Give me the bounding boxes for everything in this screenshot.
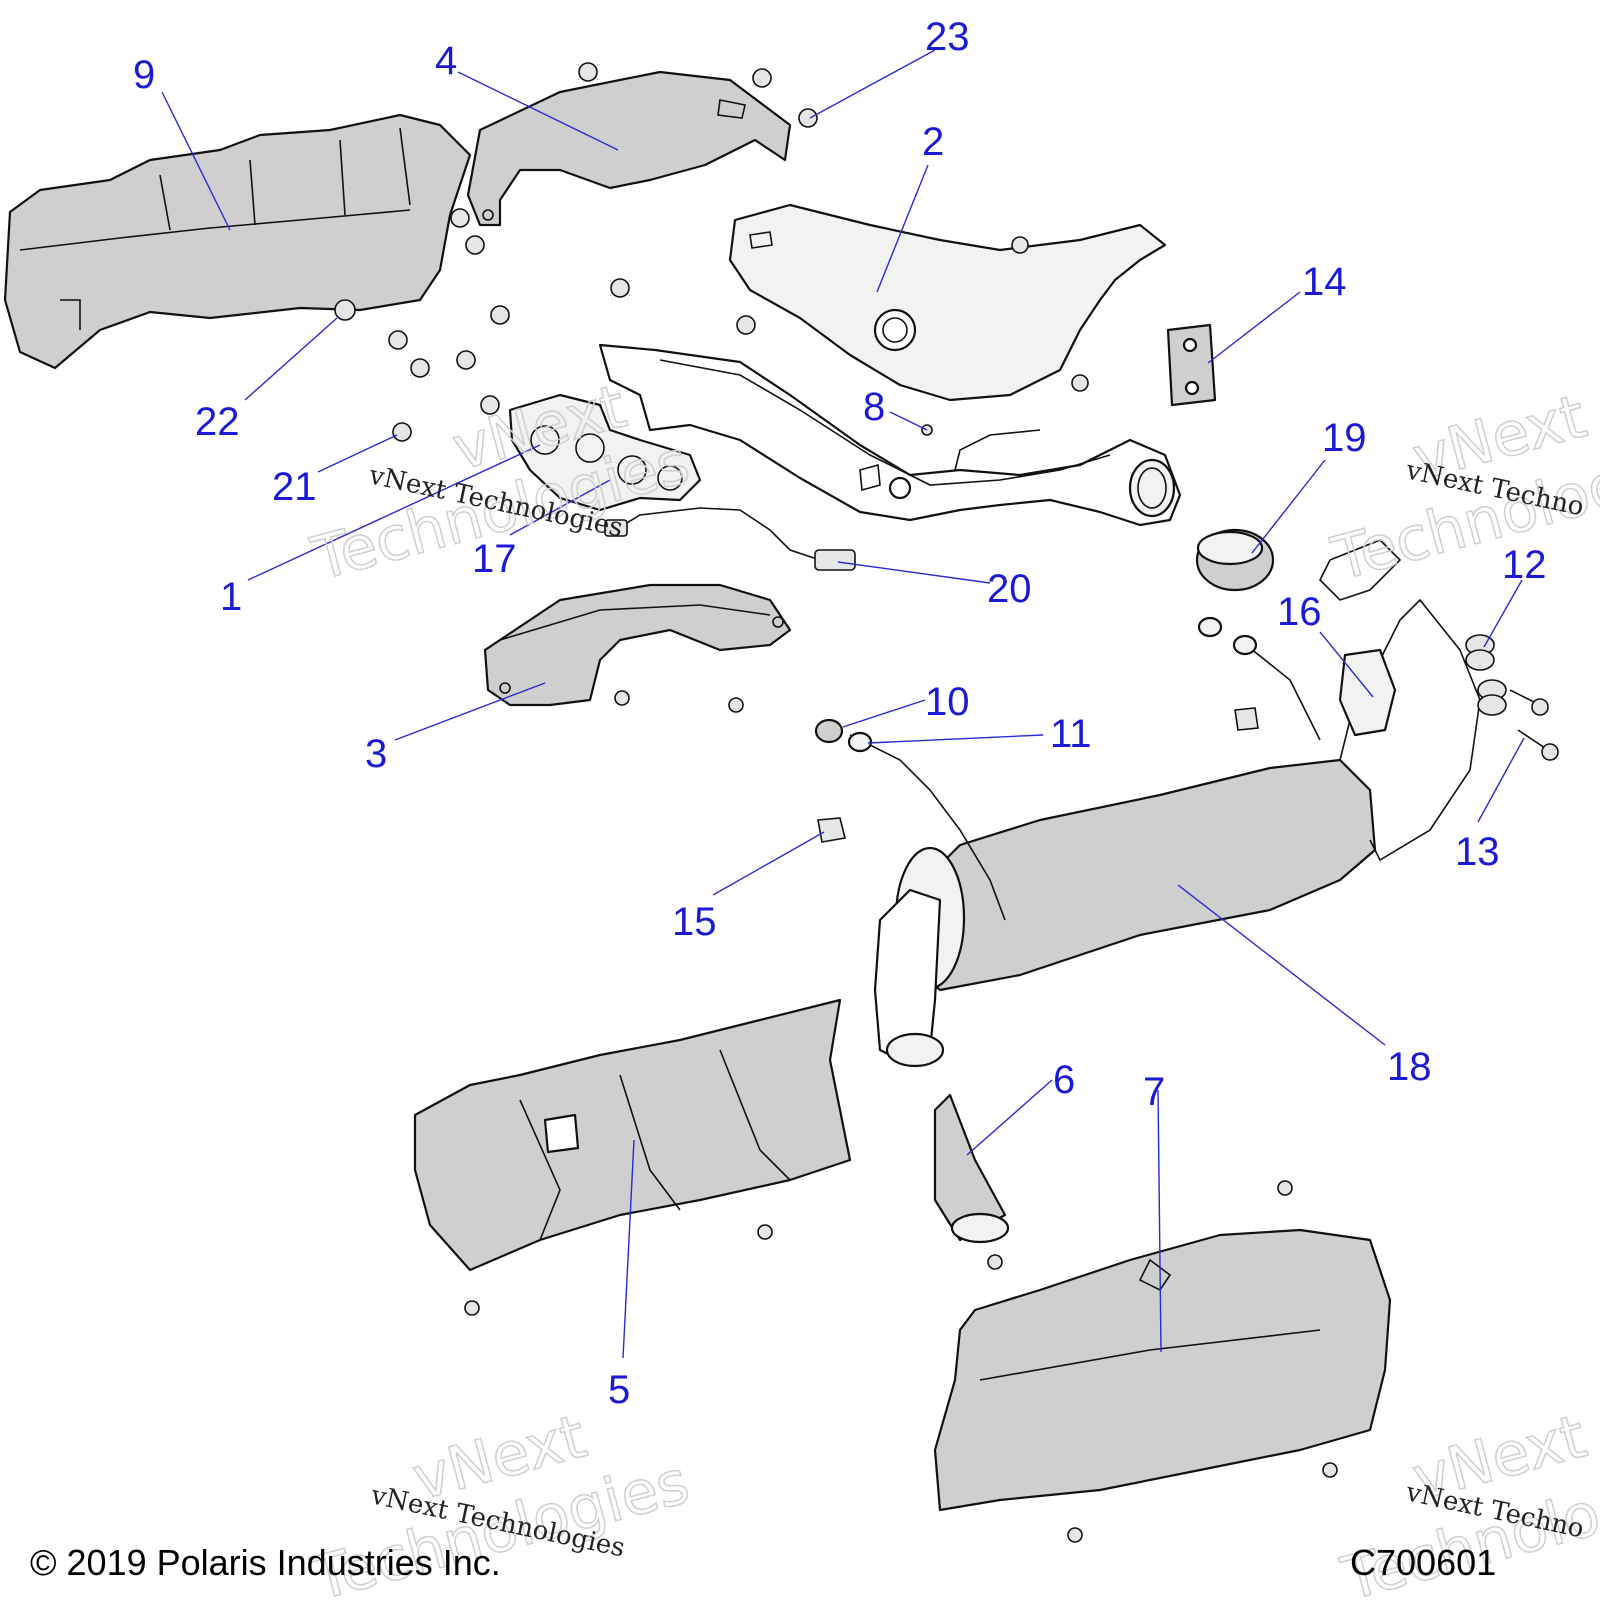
callout-23: 23 bbox=[925, 15, 970, 59]
callout-17: 17 bbox=[472, 537, 517, 581]
callout-14: 14 bbox=[1302, 260, 1347, 304]
part-6-spark-arrestor bbox=[933, 1093, 1010, 1244]
callout-11: 11 bbox=[1050, 712, 1092, 756]
callout-3: 3 bbox=[365, 732, 387, 776]
part-23-nut bbox=[798, 108, 818, 128]
callout-19: 19 bbox=[1322, 416, 1367, 460]
callout-20: 20 bbox=[987, 567, 1032, 611]
part-4-heat-shield bbox=[466, 70, 792, 227]
callout-5: 5 bbox=[608, 1368, 630, 1412]
part-2-heat-shield bbox=[728, 203, 1167, 402]
part-13-bolts bbox=[1509, 689, 1559, 761]
leader-lines bbox=[161, 49, 1525, 1359]
callout-2: 2 bbox=[922, 120, 944, 164]
callout-6: 6 bbox=[1053, 1058, 1075, 1102]
part-10-grommet bbox=[814, 718, 844, 744]
part-12-springs bbox=[1465, 634, 1507, 716]
callout-21: 21 bbox=[272, 465, 317, 509]
copyright-text: © 2019 Polaris Industries Inc. bbox=[30, 1542, 501, 1583]
part-20-oxygen-sensor bbox=[604, 507, 856, 571]
part-14-isolator bbox=[1166, 323, 1217, 407]
loose-nuts bbox=[464, 690, 1338, 1543]
callout-12: 12 bbox=[1502, 543, 1547, 587]
part-1-exhaust-manifold bbox=[598, 343, 1182, 527]
callout-13: 13 bbox=[1455, 830, 1500, 874]
part-18-muffler bbox=[849, 539, 1481, 1068]
callout-22: 22 bbox=[195, 400, 240, 444]
callout-15: 15 bbox=[672, 900, 717, 944]
part-9-heat-shield bbox=[3, 113, 472, 370]
part-21-bolts bbox=[388, 235, 510, 442]
callout-8: 8 bbox=[863, 385, 885, 429]
callout-9: 9 bbox=[133, 53, 155, 97]
part-17-gasket bbox=[508, 393, 702, 512]
callout-7: 7 bbox=[1143, 1070, 1165, 1114]
diagram-code: C700601 bbox=[1350, 1542, 1496, 1583]
callout-1: 1 bbox=[220, 575, 242, 619]
part-3-heat-shield bbox=[483, 583, 792, 707]
part-7-heat-shield bbox=[933, 1228, 1392, 1512]
callout-18: 18 bbox=[1387, 1045, 1432, 1089]
part-16-clamp bbox=[1338, 648, 1397, 737]
part-11-washer bbox=[847, 616, 1258, 753]
callout-10: 10 bbox=[925, 680, 970, 724]
callout-numbers: 1 2 3 4 5 6 7 8 9 10 11 12 13 14 15 16 1… bbox=[133, 15, 1547, 1412]
callout-16: 16 bbox=[1277, 590, 1322, 634]
part-22-nuts bbox=[334, 62, 1089, 392]
part-19-gasket-ring bbox=[1195, 528, 1275, 592]
callout-4: 4 bbox=[435, 39, 457, 83]
part-5-heat-shield bbox=[413, 998, 852, 1272]
